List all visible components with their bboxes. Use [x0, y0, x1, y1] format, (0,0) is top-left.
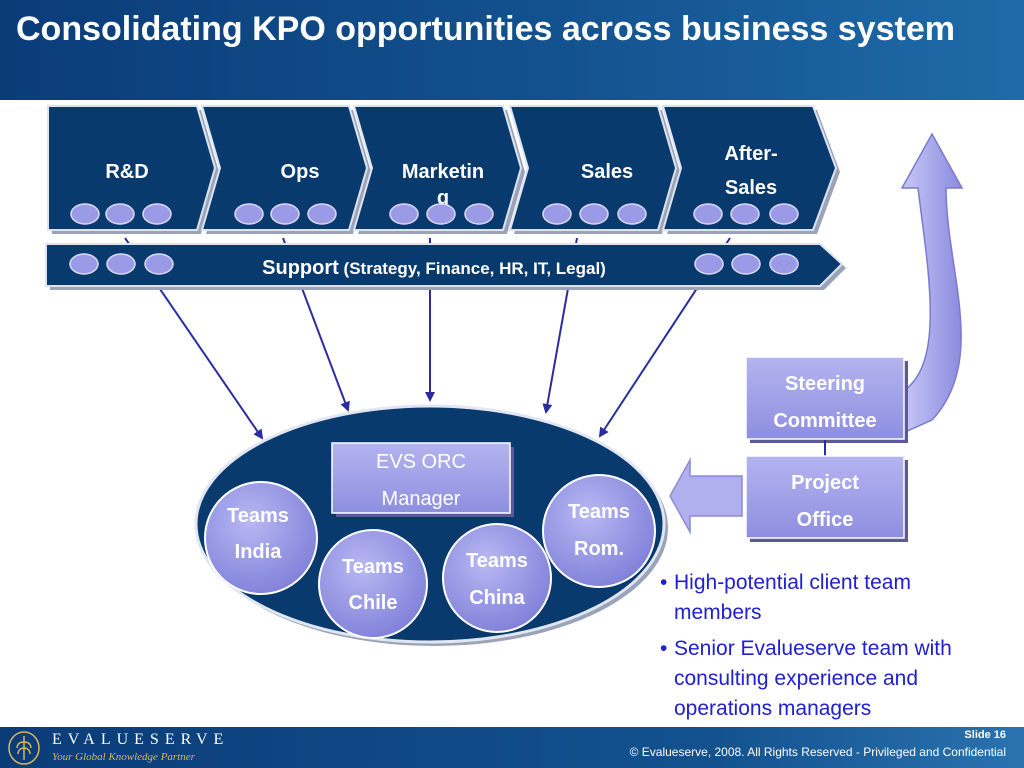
support-dots-right	[694, 253, 799, 275]
logo-name: EVALUESERVE	[52, 731, 230, 748]
support-label-bold: Support	[262, 257, 339, 279]
footer: EVALUESERVE Your Global Knowledge Partne…	[0, 727, 1024, 768]
project-office-label-1: Project	[791, 472, 859, 494]
manager-label-1: EVS ORC	[376, 451, 466, 473]
steering-committee-box: Steering Committee	[745, 356, 908, 443]
team-india: Teams India	[204, 481, 318, 595]
feedback-curved-arrow	[900, 132, 964, 434]
kpo-diagram: R&D Ops Marketin	[45, 105, 964, 646]
support-dots-left	[69, 253, 174, 275]
evs-orc-manager-box: EVS ORC Manager	[331, 442, 514, 517]
team-romania: Teams Rom.	[542, 474, 656, 588]
left-block-arrow	[669, 457, 743, 535]
project-office-box: Project Office	[745, 455, 908, 542]
team-china: Teams China	[442, 523, 552, 633]
bullet-text: Senior Evalueserve team with consulting …	[674, 637, 952, 720]
team-chile-label-1: Teams	[342, 556, 404, 578]
team-romania-label-2: Rom.	[574, 538, 624, 560]
team-chile: Teams Chile	[318, 529, 428, 639]
title-bar: Consolidating KPO opportunities across b…	[0, 0, 1024, 100]
copyright: © Evalueserve, 2008. All Rights Reserved…	[629, 745, 1006, 759]
chevron-sales-label: Sales	[581, 161, 633, 183]
slide-title: Consolidating KPO opportunities across b…	[16, 10, 955, 48]
chevron-after-sales: After- Sales	[661, 105, 840, 234]
logo-tagline: Your Global Knowledge Partner	[52, 751, 195, 763]
chevron-after-sales-label-2: Sales	[725, 177, 777, 199]
team-india-label-1: Teams	[227, 505, 289, 527]
chevron-rnd-dots	[70, 203, 172, 225]
chevron-marketing-dots	[389, 203, 494, 225]
support-bar: Support (Strategy, Finance, HR, IT, Lega…	[45, 243, 846, 290]
chevron-rnd-label: R&D	[105, 161, 148, 183]
slide-number: Slide 16	[964, 729, 1006, 741]
chevron-ops: Ops	[200, 105, 371, 234]
team-chile-label-2: Chile	[349, 592, 398, 614]
project-office-label-2: Office	[797, 509, 854, 531]
steering-label-2: Committee	[773, 410, 876, 432]
chevron-after-sales-label: After-	[724, 143, 777, 165]
bullet-marker: •	[660, 571, 668, 594]
steering-label-1: Steering	[785, 373, 865, 395]
chevron-ops-dots	[234, 203, 337, 225]
bullet-list: • High-potential client team members • Sen…	[660, 568, 1000, 730]
chevron-after-sales-dots	[693, 203, 799, 225]
bullet-marker: •	[660, 637, 668, 660]
chevron-sales-dots	[542, 203, 647, 225]
bullet-text: High-potential client team members	[674, 571, 911, 624]
support-label-detail: (Strategy, Finance, HR, IT, Legal)	[339, 259, 606, 278]
manager-label-2: Manager	[382, 488, 461, 510]
chevron-sales: Sales	[508, 105, 680, 234]
support-label: Support (Strategy, Finance, HR, IT, Lega…	[262, 257, 606, 279]
team-india-label-2: India	[235, 541, 283, 563]
chevron-marketing-label: Marketin	[402, 161, 484, 183]
chevron-marketing: Marketin g	[352, 105, 525, 234]
value-chain: R&D Ops Marketin	[47, 105, 840, 234]
team-china-label-1: Teams	[466, 550, 528, 572]
bullet-item: • High-potential client team members	[660, 568, 1000, 628]
team-romania-label-1: Teams	[568, 501, 630, 523]
bullet-item: • Senior Evalueserve team with consulting…	[660, 634, 1000, 724]
team-china-label-2: China	[469, 587, 525, 609]
chevron-ops-label: Ops	[281, 161, 320, 183]
wheat-sheaf-icon	[8, 731, 40, 765]
chevron-rnd: R&D	[47, 105, 219, 234]
